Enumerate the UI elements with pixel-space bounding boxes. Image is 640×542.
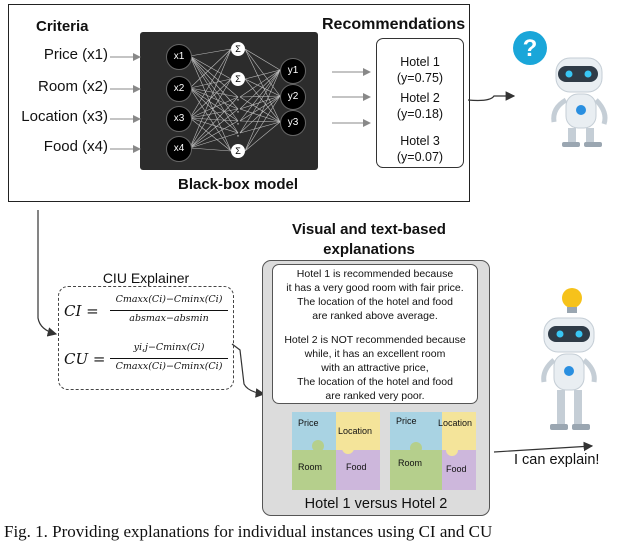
cu-fraction-bar [110, 358, 228, 359]
visual-explanations-title: Visual and text-based explanations [280, 220, 458, 260]
puzzle2-food-label: Food [446, 464, 467, 474]
hidden-node-1: Σ [231, 42, 245, 56]
puzzle-hotel-1: Price Location Room Food [292, 412, 380, 490]
recommendations-title: Recommendations [322, 16, 466, 33]
hotel-1-score: (y=0.75) [396, 71, 444, 85]
black-box-model-label: Black-box model [177, 176, 299, 193]
criterion-price: Price (x1) [43, 46, 108, 63]
input-node-4: x4 [166, 136, 192, 162]
puzzle2-knob-1 [410, 442, 422, 454]
hidden-dot-1: · [236, 92, 240, 106]
input-node-3: x3 [166, 106, 192, 132]
puzzle2-location-label: Location [438, 418, 473, 428]
arrow-to-robot [467, 91, 516, 102]
puzzle2-room-label: Room [398, 458, 423, 468]
puzzle1-price-label: Price [298, 418, 319, 428]
hidden-dot-3: · [236, 116, 240, 130]
hotel-3-name: Hotel 3 [400, 134, 440, 148]
puzzle-hotel-2: Price Location Room Food [390, 412, 476, 490]
puzzle1-knob-2 [342, 442, 354, 454]
cu-denominator: Cmaxx(Ci)−Cminx(Ci) [115, 361, 223, 372]
ci-fraction-bar [110, 310, 228, 311]
text-explanation-panel [272, 264, 478, 404]
hidden-node-2: Σ [231, 72, 245, 86]
criterion-room: Room (x2) [37, 78, 108, 95]
input-node-2: x2 [166, 76, 192, 102]
robot-lightbulb-icon [541, 288, 597, 430]
figure-caption: Fig. 1. Providing explanations for indiv… [4, 522, 493, 541]
text-line-2: it has a very good room with fair price. [286, 282, 464, 294]
neural-network: x1 x2 x3 x4 Σ Σ · · · · Σ y1 y2 y3 [140, 32, 318, 170]
ci-denominator: absmax−absmin [129, 313, 209, 324]
ciu-explainer-box [58, 286, 234, 390]
arrow-to-explanations [231, 343, 266, 398]
output-node-3: y3 [280, 110, 306, 136]
puzzle2-knob-2 [446, 444, 458, 456]
puzzle-caption: Hotel 1 versus Hotel 2 [304, 496, 448, 512]
ciu-explainer-title: CIU Explainer [102, 270, 190, 286]
output-node-2: y2 [280, 84, 306, 110]
puzzle2-location-piece [442, 412, 476, 450]
puzzle2-food-piece [442, 450, 476, 490]
text-line-4: are ranked above average. [312, 310, 438, 322]
cu-label: CU = [64, 350, 106, 368]
recommendations-box [376, 38, 464, 168]
ci-numerator: Cmaxx(Ci)−Cminx(Ci) [115, 294, 223, 305]
question-mark-text: ? [523, 35, 538, 62]
robot-caption: I can explain! [514, 452, 600, 468]
ci-label: CI = [64, 302, 99, 320]
text-line-7: with an attractive price, [321, 362, 429, 374]
hidden-node-3: Σ [231, 144, 245, 158]
question-robot: ? [506, 28, 634, 150]
puzzle2-room-piece [390, 450, 442, 490]
network-connections [189, 48, 281, 152]
puzzle1-location-label: Location [338, 426, 373, 436]
text-line-6: while, it has an excellent room [304, 348, 446, 360]
robot-icon: ? [513, 31, 608, 147]
hotel-3-score: (y=0.07) [396, 150, 444, 164]
black-box-frame [8, 4, 470, 202]
hotel-2-name: Hotel 2 [400, 91, 440, 105]
criterion-food: Food (x4) [43, 138, 108, 155]
puzzle2-price-label: Price [396, 416, 417, 426]
criteria-title: Criteria [36, 18, 89, 35]
output-node-1: y1 [280, 58, 306, 84]
text-line-1: Hotel 1 is recommended because [296, 268, 454, 280]
text-line-9: are ranked very poor. [325, 390, 425, 402]
puzzle1-knob-1 [312, 440, 324, 452]
criterion-location: Location (x3) [21, 108, 108, 125]
puzzle1-food-piece [336, 450, 380, 490]
arrow-to-ciu [37, 210, 58, 337]
cu-numerator: yi,j−Cminx(Ci) [133, 342, 205, 353]
text-line-3: The location of the hotel and food [297, 296, 453, 308]
visual-title-line1: Visual and text-based [292, 221, 446, 238]
input-node-1: x1 [166, 44, 192, 70]
text-line-8: The location of the hotel and food [297, 376, 453, 388]
hotel-2-score: (y=0.18) [396, 107, 444, 121]
explaining-robot [530, 282, 610, 446]
puzzle1-room-piece [292, 450, 336, 490]
hidden-dot-2: · [236, 104, 240, 118]
hotel-1-name: Hotel 1 [400, 55, 440, 69]
arrow-to-explaining-robot [493, 441, 594, 453]
puzzle1-room-label: Room [298, 462, 323, 472]
text-line-5: Hotel 2 is NOT recommended because [284, 334, 466, 346]
puzzle1-food-label: Food [346, 462, 367, 472]
hidden-dot-4: · [236, 128, 240, 142]
visual-title-line2: explanations [323, 241, 415, 258]
